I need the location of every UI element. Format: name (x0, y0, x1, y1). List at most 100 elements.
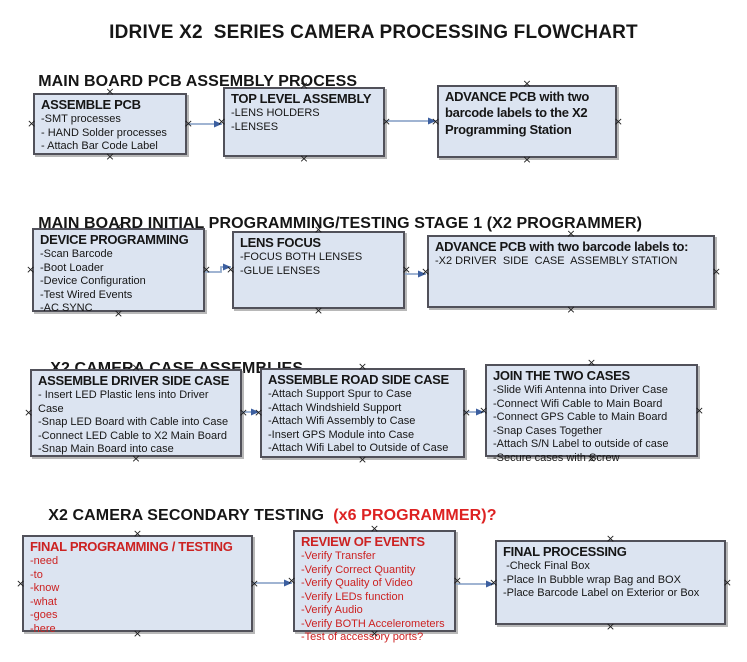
process-step: -SMT processes (41, 113, 121, 126)
box-review-of-events: ×××× REVIEW OF EVENTS -Verify Transfer-V… (287, 523, 462, 643)
box-title: REVIEW OF EVENTS (301, 534, 425, 549)
section-heading-initial-programming: MAIN BOARD INITIAL PROGRAMMING/TESTING S… (20, 197, 642, 251)
process-step: -Connect LED Cable to X2 Main Board (38, 429, 227, 442)
process-step: -Attach Windshield Support (268, 401, 402, 414)
anchor-icon: × (26, 263, 36, 276)
box-assemble-road-side-case: × × × × ASSEMBLE ROAD SIDE CASE -Attach Sup… (254, 361, 471, 465)
box-steps: -X2 DRIVER SIDE CASE ASSEMBLY STATION (435, 255, 707, 269)
process-step: -here (30, 622, 56, 635)
process-step: -LENSES (231, 120, 279, 133)
box-top-level-assembly: ×××× TOP LEVEL ASSEMBLY -LENS HOLDERS-LE… (217, 80, 391, 164)
box-steps: -LENS HOLDERS-LENSES (231, 107, 377, 134)
anchor-icon: × (452, 574, 462, 587)
box-steps: -Slide Wifi Antenna into Driver Case-Con… (493, 384, 690, 465)
anchor-icon: × (605, 620, 616, 633)
page-title: IDRIVE X2 SERIES CAMERA PROCESSING FLOWC… (109, 22, 638, 43)
process-step: -Attach Support Spur to Case (268, 388, 412, 401)
box-title: DEVICE PROGRAMMING (40, 232, 189, 247)
box-advance-to-case-assembly-station: ×××× ADVANCE PCB with two barcode labels… (421, 228, 721, 315)
box-steps: -Scan Barcode-Boot Loader-Device Configu… (40, 248, 197, 316)
section-heading-text: MAIN BOARD PCB ASSEMBLY PROCESS (38, 73, 358, 90)
process-step: -what (30, 595, 57, 608)
anchor-icon: × (421, 264, 431, 278)
anchor-icon: × (722, 575, 732, 589)
section-heading-text: MAIN BOARD INITIAL PROGRAMMING/TESTING S… (38, 215, 643, 232)
process-step: -Test Wired Events (40, 288, 133, 301)
process-step: -Verify Quality of Video (301, 577, 413, 590)
box-advance-to-programming-station: ×××× ADVANCE PCB with two barcode labels… (431, 78, 623, 165)
process-step: -Test of accessory ports? (301, 631, 424, 644)
process-step: -Scan Barcode (40, 248, 113, 261)
process-step: -Secure cases with Screw (493, 451, 620, 464)
box-lens-focus: ×××× LENS FOCUS -FOCUS BOTH LENSES-GLUE … (226, 224, 411, 316)
section-heading-secondary-testing: X2 CAMERA SECONDARY TESTING (x6 PROGRAMM… (30, 489, 497, 543)
process-step: -GLUE LENSES (240, 264, 321, 277)
process-step: -Insert GPS Module into Case (268, 428, 415, 441)
box-steps: - Insert LED Plastic lens into Driver Ca… (38, 389, 234, 457)
anchor-icon: × (479, 403, 489, 417)
box-steps: -SMT processes- HAND Solder processes- A… (41, 113, 179, 154)
anchor-icon: × (613, 114, 623, 128)
process-step: -Attach Wifi Assembly to Case (268, 415, 416, 428)
box-steps: -Verify Transfer-Verify Correct Quantity… (301, 550, 448, 645)
box-assemble-driver-side-case: ×××× ASSEMBLE DRIVER SIDE CASE - Insert … (24, 362, 248, 464)
box-title: FINAL PROGRAMMING / TESTING (30, 539, 233, 554)
process-step: - Insert LED Plastic lens into Driver Ca… (38, 389, 212, 415)
arrow-icon (205, 263, 231, 273)
process-step: -Attach S/N Label to outside of case (493, 438, 669, 451)
anchor-icon: × (522, 153, 532, 166)
process-step: -Connect Wifi Cable to Main Board (493, 397, 663, 410)
anchor-icon: × (183, 117, 193, 130)
box-title: JOIN THE TWO CASES (493, 368, 630, 383)
anchor-icon: × (27, 117, 37, 130)
anchor-icon: × (217, 115, 227, 128)
anchor-icon: × (711, 264, 721, 278)
anchor-icon: × (254, 406, 264, 419)
box-steps: -Attach Support Spur to Case-Attach Wind… (268, 388, 457, 456)
box-title: ASSEMBLE ROAD SIDE CASE (268, 372, 449, 387)
process-step: -Snap Cases Together (493, 424, 603, 437)
box-title: FINAL PROCESSING (503, 544, 627, 559)
anchor-icon: × (299, 152, 309, 165)
box-steps: -FOCUS BOTH LENSES-GLUE LENSES (240, 251, 397, 278)
anchor-icon: × (586, 356, 597, 369)
box-steps: -need-to-know-what-goes-here (30, 555, 245, 636)
anchor-icon: × (461, 406, 471, 419)
anchor-icon: × (489, 575, 499, 589)
box-title: ADVANCE PCB with two barcode labels to: (435, 239, 689, 254)
anchor-icon: × (566, 303, 576, 316)
anchor-icon: × (16, 576, 26, 590)
anchor-icon: × (357, 453, 368, 466)
process-step: -to (30, 568, 43, 581)
process-step: -Attach Wifi Label to Outside of Case (268, 442, 449, 455)
section-heading-pcb-assembly: MAIN BOARD PCB ASSEMBLY PROCESS (20, 55, 357, 109)
box-title: TOP LEVEL ASSEMBLY (231, 91, 372, 106)
process-step: -X2 DRIVER SIDE CASE ASSEMBLY STATION (435, 255, 678, 268)
box-title: ASSEMBLE DRIVER SIDE CASE (38, 373, 230, 388)
box-title: ASSEMBLE PCB (41, 97, 141, 112)
anchor-icon: × (313, 304, 324, 317)
anchor-icon: × (201, 263, 211, 276)
box-steps: -Check Final Box-Place In Bubble wrap Ba… (503, 560, 718, 601)
process-step: -Verify Correct Quantity (301, 563, 416, 576)
anchor-icon: × (381, 115, 391, 128)
process-step: -AC SYNC (40, 302, 93, 315)
section-heading-text: X2 CAMERA SECONDARY TESTING (48, 507, 334, 524)
process-step: -Verify Audio (301, 604, 363, 617)
box-title: LENS FOCUS (240, 235, 321, 250)
box-final-processing: ×××× FINAL PROCESSING -Check Final Box-P… (489, 533, 732, 632)
box-join-the-two-cases: ×××× JOIN THE TWO CASES -Slide Wifi Ante… (479, 357, 704, 464)
process-step: -Verify Transfer (301, 550, 376, 563)
process-step: -Boot Loader (40, 261, 104, 274)
anchor-icon: × (357, 360, 368, 373)
process-step: - HAND Solder processes (41, 126, 167, 139)
anchor-icon: × (431, 114, 441, 128)
process-step: -Check Final Box (503, 560, 590, 573)
process-step: -need (30, 555, 59, 568)
anchor-icon: × (24, 406, 34, 419)
process-step: -Connect GPS Cable to Main Board (493, 411, 668, 424)
anchor-icon: × (238, 406, 248, 419)
box-title: ADVANCE PCB with two barcode labels to t… (445, 89, 593, 137)
process-step: -Slide Wifi Antenna into Driver Case (493, 384, 668, 397)
